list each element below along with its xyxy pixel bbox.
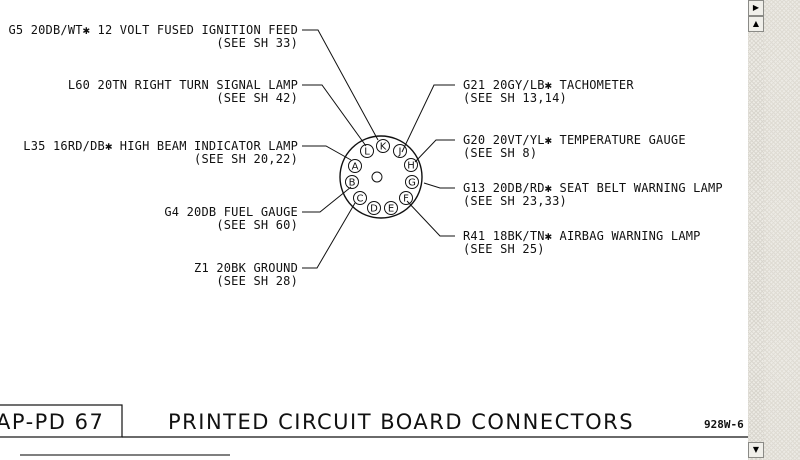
sheet-ref-l60: (SEE SH 42): [216, 91, 298, 105]
sheet-ref-g5: (SEE SH 33): [216, 36, 298, 50]
connector-body: [339, 135, 423, 219]
leader-line-g4: [302, 186, 352, 213]
scroll-right-arrow-icon[interactable]: ▶: [748, 0, 764, 16]
leader-line-l35: [302, 145, 352, 161]
pin-k-circle: [376, 139, 390, 153]
sheet-ref-l35: (SEE SH 20,22): [194, 152, 298, 166]
wire-label-g5: G5 20DB/WT✱ 12 VOLT FUSED IGNITION FEED: [8, 23, 298, 37]
pin-e-circle: [384, 201, 398, 215]
page-id-box: [0, 404, 123, 438]
sheet-ref-g4: (SEE SH 60): [216, 218, 298, 232]
wire-label-r41: R41 18BK/TN✱ AIRBAG WARNING LAMP: [463, 229, 701, 243]
pin-b-circle: [345, 175, 359, 189]
drawing-code: 928W-6: [704, 418, 744, 431]
pin-f-label: F: [403, 194, 409, 205]
pin-c-label: C: [357, 194, 364, 205]
pin-e-label: E: [388, 204, 394, 215]
leader-line-g20: [414, 139, 455, 163]
pin-d-circle: [367, 201, 381, 215]
sheet-ref-r41: (SEE SH 25): [463, 242, 545, 256]
pin-a-label: A: [352, 162, 359, 173]
pin-b-label: B: [349, 178, 356, 189]
leader-line-g5: [302, 29, 379, 141]
wire-label-g13: G13 20DB/RD✱ SEAT BELT WARNING LAMP: [463, 181, 723, 195]
pin-j-label: J: [398, 147, 402, 158]
connector-key: [371, 171, 383, 183]
pin-j-circle: [393, 144, 407, 158]
leader-line-r41: [406, 200, 455, 237]
sheet-ref-g21: (SEE SH 13,14): [463, 91, 567, 105]
wire-label-z1: Z1 20BK GROUND: [194, 261, 298, 275]
drawing-title: PRINTED CIRCUIT BOARD CONNECTORS: [168, 410, 634, 434]
wire-label-g21: G21 20GY/LB✱ TACHOMETER: [463, 78, 634, 92]
sheet-ref-g20: (SEE SH 8): [463, 146, 537, 160]
scroll-up-arrow-icon[interactable]: ▲: [748, 16, 764, 32]
wire-label-g4: G4 20DB FUEL GAUGE: [164, 205, 298, 219]
sheet-ref-g13: (SEE SH 23,33): [463, 194, 567, 208]
pin-g-circle: [405, 175, 419, 189]
pin-f-circle: [399, 191, 413, 205]
window-border: [764, 0, 800, 460]
page-id: AP-PD 67: [0, 410, 104, 434]
sheet-ref-z1: (SEE SH 28): [216, 274, 298, 288]
pin-c-circle: [353, 191, 367, 205]
leader-line-z1: [302, 202, 356, 269]
vertical-scrollbar[interactable]: ▶ ▲ ▼: [748, 0, 764, 460]
wire-label-g20: G20 20VT/YL✱ TEMPERATURE GAUGE: [463, 133, 686, 147]
pin-h-label: H: [407, 161, 415, 172]
pin-k-label: K: [380, 142, 387, 153]
leader-line-g21: [401, 84, 455, 153]
pin-g-label: G: [408, 178, 416, 189]
wire-label-l60: L60 20TN RIGHT TURN SIGNAL LAMP: [68, 78, 298, 92]
leader-line-g13: [423, 182, 455, 189]
pin-l-label: L: [364, 147, 370, 158]
pin-h-circle: [404, 158, 418, 172]
pin-d-label: D: [370, 204, 378, 215]
leader-line-l60: [302, 84, 367, 147]
pin-a-circle: [348, 159, 362, 173]
scroll-down-arrow-icon[interactable]: ▼: [748, 442, 764, 458]
pin-l-circle: [360, 144, 374, 158]
wire-label-l35: L35 16RD/DB✱ HIGH BEAM INDICATOR LAMP: [23, 139, 298, 153]
